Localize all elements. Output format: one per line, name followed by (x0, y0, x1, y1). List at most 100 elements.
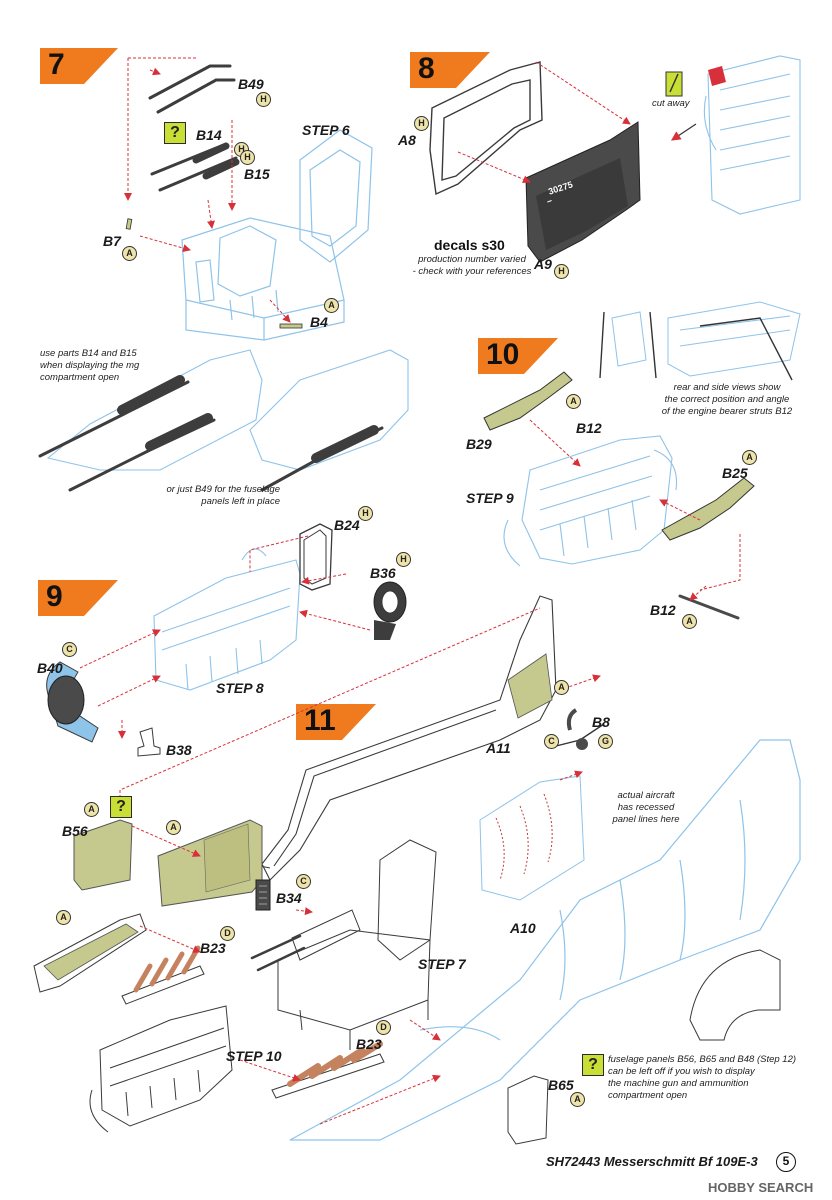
part-label-b8: B8 (592, 714, 610, 730)
part-label-a10: A10 (510, 920, 536, 936)
step-7-flag: 7 (40, 48, 110, 82)
sprue-h-badge: H (554, 264, 569, 279)
part-label-b7: B7 (103, 233, 121, 249)
part-label-b12-upper: B12 (576, 420, 602, 436)
sprue-d-badge: D (376, 1020, 391, 1035)
part-label-b36: B36 (370, 565, 396, 581)
part-label-b15: B15 (244, 166, 270, 182)
step8-engine-block-a9: − (525, 121, 641, 263)
step11-panel-b65 (507, 1075, 549, 1145)
step-11-number: 11 (304, 704, 336, 737)
sprue-g-badge: G (598, 734, 613, 749)
cut-away-inset-drawing (703, 55, 801, 215)
part-label-b24: B24 (334, 517, 360, 533)
sprue-h-badge: H (240, 150, 255, 165)
sprue-h-badge: H (414, 116, 429, 131)
sprue-a-badge: A (682, 614, 697, 629)
bearer-struts-note: rear and side views show the correct pos… (661, 382, 793, 417)
step6-reference: STEP 6 (302, 122, 350, 138)
part-label-b23-lower: B23 (356, 1036, 382, 1052)
part-label-b25: B25 (722, 465, 748, 481)
svg-text:−: − (545, 196, 553, 207)
step11-lower-panel (33, 913, 147, 993)
step10-flag-shape (478, 338, 558, 374)
part-label-a8: A8 (398, 132, 416, 148)
part-label-b56: B56 (62, 823, 88, 839)
decals-note: production number varied - check with yo… (412, 254, 532, 277)
sprue-d-badge: D (220, 926, 235, 941)
step11-cockpit-drawing (277, 839, 437, 1050)
step11-exhaust-b23a (121, 945, 205, 1005)
sprue-a-badge: A (324, 298, 339, 313)
sprue-a-badge: A (570, 1092, 585, 1107)
step-9-number: 9 (46, 580, 63, 613)
sprue-a-badge: A (742, 450, 757, 465)
panels-in-place-note: or just B49 for the fuselage panels left… (166, 484, 280, 507)
decals-heading: decals s30 (434, 237, 505, 253)
step11-engine-drawing (89, 1005, 233, 1133)
step10-strut-b25 (661, 477, 755, 541)
option-question-icon: ? (110, 796, 132, 818)
part-label-b23-upper: B23 (200, 940, 226, 956)
sprue-a-badge: A (566, 394, 581, 409)
page-number: 5 (776, 1152, 796, 1172)
sprue-c-badge: C (296, 874, 311, 889)
step7-flag-shape (40, 48, 118, 84)
step11-fuselage-half-a11 (229, 595, 557, 881)
step-10-number: 10 (486, 338, 520, 371)
step10-engine-drawing (503, 435, 678, 567)
step7-reference: STEP 7 (418, 956, 466, 972)
recessed-panel-note: actual aircraft has recessed panel lines… (612, 790, 680, 825)
cowl-inset (689, 949, 781, 1041)
step11-olive-panel (507, 653, 553, 719)
cut-away-note: cut away (652, 98, 690, 109)
option-question-icon: ? (164, 122, 186, 144)
step9-part-b24 (299, 523, 333, 591)
step8-flag-shape (410, 52, 490, 88)
step9-reference: STEP 9 (466, 490, 514, 506)
step7-arrows (124, 58, 291, 323)
step11-exhaust-b23b (271, 1041, 385, 1099)
mg-compartment-note: use parts B14 and B15 when displaying th… (40, 348, 140, 383)
step9-part-b36 (373, 581, 407, 640)
step8-reference: STEP 8 (216, 680, 264, 696)
sprue-a-badge: A (122, 246, 137, 261)
step11-side-panel (157, 819, 263, 907)
sprue-c-badge: C (544, 734, 559, 749)
sprue-a-badge: A (554, 680, 569, 695)
sprue-h-badge: H (256, 92, 271, 107)
step11-panel-b56 (73, 819, 133, 891)
sprue-a-badge: A (84, 802, 99, 817)
step7-cockpit-drawing (181, 129, 373, 341)
watermark-text: HOBBY SEARCH (708, 1180, 814, 1195)
sprue-a-badge: A (56, 910, 71, 925)
step-10-flag: 10 (478, 338, 548, 372)
sprue-h-badge: H (396, 552, 411, 567)
kit-title-footer: SH72443 Messerschmitt Bf 109E-3 (546, 1154, 758, 1169)
step9-flag-shape (38, 580, 118, 616)
step11-flag-shape (296, 704, 376, 740)
step9-engine-drawing (153, 548, 301, 691)
part-label-b40: B40 (37, 660, 63, 676)
step-8-flag: 8 (410, 52, 480, 86)
step9-part-b40 (46, 661, 99, 743)
sprue-c-badge: C (62, 642, 77, 657)
recessed-panel-inset (479, 775, 585, 901)
part-label-b14: B14 (196, 127, 222, 143)
sprue-a-badge: A (166, 820, 181, 835)
step10-reference: STEP 10 (226, 1048, 282, 1064)
step10-strut-b29 (483, 371, 573, 431)
part-label-b34: B34 (276, 890, 302, 906)
part-label-a11: A11 (486, 740, 511, 756)
strut-view-inset (611, 301, 801, 377)
option-question-icon: ? (582, 1054, 604, 1076)
part-label-b29: B29 (466, 436, 492, 452)
step-9-flag: 9 (38, 580, 108, 614)
sprue-h-badge: H (358, 506, 373, 521)
step11-fuselage-a10 (289, 739, 801, 1141)
fuselage-panels-note: fuselage panels B56, B65 and B48 (Step 1… (608, 1054, 797, 1101)
part-label-b65: B65 (548, 1077, 574, 1093)
step-7-number: 7 (48, 48, 65, 81)
